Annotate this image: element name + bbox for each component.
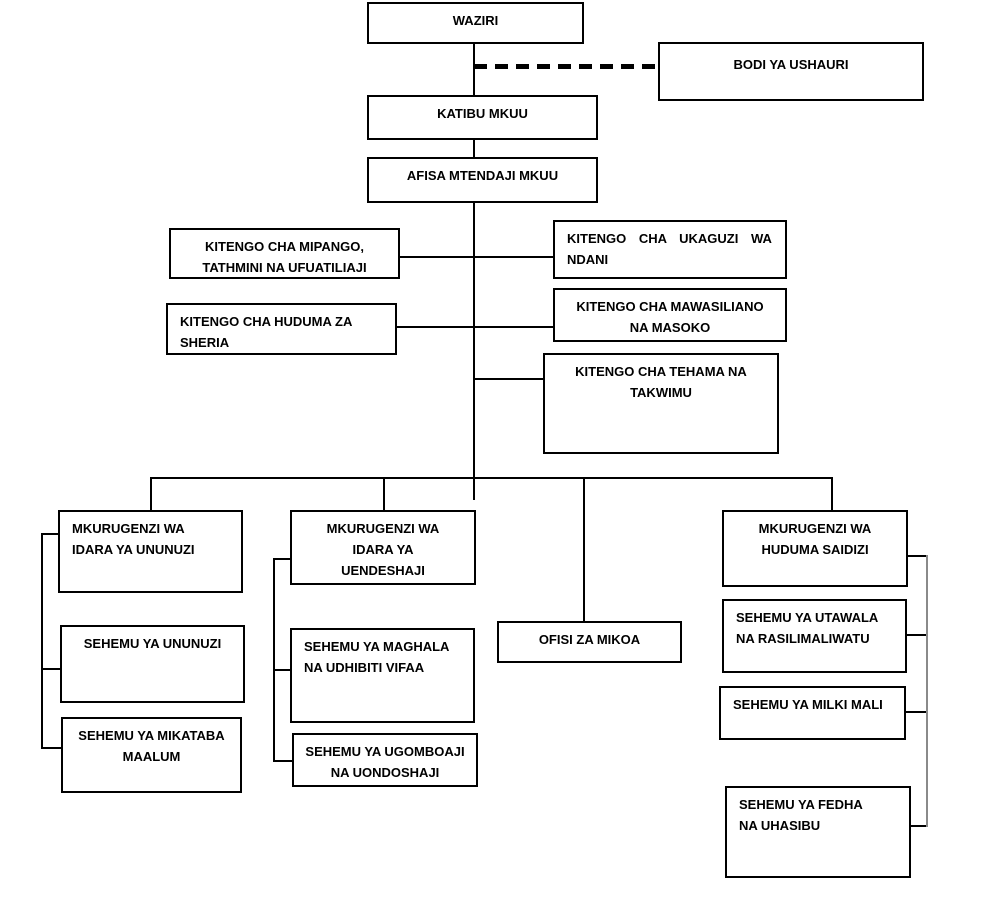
org-box-mkurugenzi-ununuzi: MKURUGENZI WA IDARA YA UNUNUZI: [58, 510, 243, 593]
org-box-mkurugenzi-uendeshaji-line3: UENDESHAJI: [341, 563, 425, 578]
connector-dashed-bodi-ya-ushauri: [474, 64, 658, 69]
org-box-sehemu-fedha-line1: SEHEMU YA FEDHA: [739, 797, 863, 812]
org-box-sehemu-mikataba-line1: SEHEMU YA MIKATABA: [78, 728, 225, 743]
connector-middle-rail: [273, 558, 275, 762]
connector-right-rail: [926, 555, 928, 827]
connector-drop-mkurugenzi-huduma: [831, 477, 833, 510]
org-box-mkurugenzi-uendeshaji-line2: IDARA YA: [352, 542, 414, 557]
org-box-sehemu-milki-mali: SEHEMU YA MILKI MALI: [719, 686, 906, 740]
org-box-kitengo-mawasiliano-line1: KITENGO CHA MAWASILIANO: [576, 299, 764, 314]
org-box-kitengo-sheria-line2: SHERIA: [180, 335, 230, 350]
org-box-kitengo-sheria: KITENGO CHA HUDUMA ZA SHERIA: [166, 303, 397, 355]
connector-afisa-trunk: [473, 203, 475, 500]
org-box-mkurugenzi-ununuzi-line2: IDARA YA UNUNUZI: [72, 542, 195, 557]
org-box-waziri: WAZIRI: [367, 2, 584, 44]
org-box-mkurugenzi-huduma: MKURUGENZI WA HUDUMA SAIDIZI: [722, 510, 908, 587]
org-box-kitengo-mipango: KITENGO CHA MIPANGO, TATHMINI NA UFUATIL…: [169, 228, 400, 279]
org-box-mkurugenzi-ununuzi-line1: MKURUGENZI WA: [72, 521, 185, 536]
connector-stub-sehemu-ununuzi: [41, 668, 60, 670]
org-box-kitengo-ukaguzi: KITENGO CHA UKAGUZI WA NDANI: [553, 220, 787, 279]
org-box-kitengo-tehama-line2: TAKWIMU: [630, 385, 692, 400]
org-box-mkurugenzi-huduma-line1: MKURUGENZI WA: [758, 521, 872, 536]
org-box-sehemu-fedha-line2: NA UHASIBU: [739, 818, 821, 833]
org-box-sehemu-ugomboaji-line1: SEHEMU YA UGOMBOAJI: [305, 744, 465, 759]
connector-stub-sehemu-milki-mali: [906, 711, 926, 713]
connector-kitengo-sheria: [397, 326, 553, 328]
org-box-sehemu-maghala-line1: SEHEMU YA MAGHALA: [304, 639, 450, 654]
org-box-waziri-label: WAZIRI: [452, 13, 499, 28]
org-box-sehemu-maghala: SEHEMU YA MAGHALA NA UDHIBITI VIFAA: [290, 628, 475, 723]
org-box-kitengo-tehama-line1: KITENGO CHA TEHAMA NA: [575, 364, 747, 379]
connector-stub-mkurugenzi-ununuzi: [41, 533, 58, 535]
connector-drop-ofisi-za-mikoa: [583, 477, 585, 621]
connector-stub-sehemu-maghala: [273, 669, 290, 671]
org-box-kitengo-mipango-line2: TATHMINI NA UFUATILIAJI: [202, 260, 367, 275]
org-box-sehemu-mikataba: SEHEMU YA MIKATABA MAALUM: [61, 717, 242, 793]
connector-stub-sehemu-fedha: [911, 825, 926, 827]
org-box-sehemu-ununuzi: SEHEMU YA UNUNUZI: [60, 625, 245, 703]
connector-stub-sehemu-mikataba: [41, 747, 61, 749]
org-box-bodi-ya-ushauri: BODI YA USHAURI: [658, 42, 924, 101]
org-box-katibu-mkuu-label: KATIBU MKUU: [437, 106, 528, 121]
org-box-sehemu-ununuzi-label: SEHEMU YA UNUNUZI: [83, 636, 222, 651]
connector-distribution-bar: [150, 477, 831, 479]
org-box-kitengo-mipango-line1: KITENGO CHA MIPANGO,: [205, 239, 364, 254]
org-box-mkurugenzi-huduma-line2: HUDUMA SAIDIZI: [761, 542, 869, 557]
connector-stub-mkurugenzi-uendeshaji: [273, 558, 290, 560]
org-box-kitengo-sheria-line1: KITENGO CHA HUDUMA ZA: [180, 314, 353, 329]
connector-stub-sehemu-ugomboaji: [273, 760, 292, 762]
connector-stub-sehemu-utawala: [907, 634, 926, 636]
org-box-sehemu-utawala: SEHEMU YA UTAWALA NA RASILIMALIWATU: [722, 599, 907, 673]
org-box-sehemu-utawala-line2: NA RASILIMALIWATU: [736, 631, 870, 646]
connector-left-rail: [41, 533, 43, 749]
org-box-sehemu-fedha: SEHEMU YA FEDHA NA UHASIBU: [725, 786, 911, 878]
org-box-kitengo-ukaguzi-line1: KITENGO CHA UKAGUZI WA: [567, 231, 772, 246]
connector-drop-mkurugenzi-ununuzi: [150, 477, 152, 510]
org-box-kitengo-tehama: KITENGO CHA TEHAMA NA TAKWIMU: [543, 353, 779, 454]
org-box-sehemu-utawala-line1: SEHEMU YA UTAWALA: [736, 610, 879, 625]
org-box-sehemu-ugomboaji: SEHEMU YA UGOMBOAJI NA UONDOSHAJI: [292, 733, 478, 787]
org-box-kitengo-mawasiliano-line2: NA MASOKO: [629, 320, 711, 335]
org-box-bodi-ya-ushauri-label: BODI YA USHAURI: [733, 57, 849, 72]
org-box-katibu-mkuu: KATIBU MKUU: [367, 95, 598, 140]
org-box-sehemu-maghala-line2: NA UDHIBITI VIFAA: [304, 660, 425, 675]
org-box-ofisi-za-mikoa-label: OFISI ZA MIKOA: [538, 632, 641, 647]
org-box-mkurugenzi-uendeshaji-line1: MKURUGENZI WA: [326, 521, 440, 536]
connector-kitengo-mipango: [400, 256, 553, 258]
connector-stub-mkurugenzi-huduma: [908, 555, 926, 557]
org-box-afisa-mtendaji-mkuu-label: AFISA MTENDAJI MKUU: [406, 168, 559, 183]
org-box-sehemu-ugomboaji-line2: NA UONDOSHAJI: [330, 765, 440, 780]
org-box-mkurugenzi-uendeshaji: MKURUGENZI WA IDARA YA UENDESHAJI: [290, 510, 476, 585]
org-box-afisa-mtendaji-mkuu: AFISA MTENDAJI MKUU: [367, 157, 598, 203]
connector-drop-mkurugenzi-uendeshaji: [383, 477, 385, 510]
org-box-ofisi-za-mikoa: OFISI ZA MIKOA: [497, 621, 682, 663]
org-box-sehemu-milki-mali-label: SEHEMU YA MILKI MALI: [733, 697, 883, 712]
org-box-kitengo-ukaguzi-line2: NDANI: [567, 252, 609, 267]
connector-kitengo-tehama: [473, 378, 543, 380]
org-box-sehemu-mikataba-line2: MAALUM: [122, 749, 181, 764]
connector-waziri-katibu: [473, 44, 475, 95]
org-box-kitengo-mawasiliano: KITENGO CHA MAWASILIANO NA MASOKO: [553, 288, 787, 342]
connector-katibu-afisa: [473, 140, 475, 157]
